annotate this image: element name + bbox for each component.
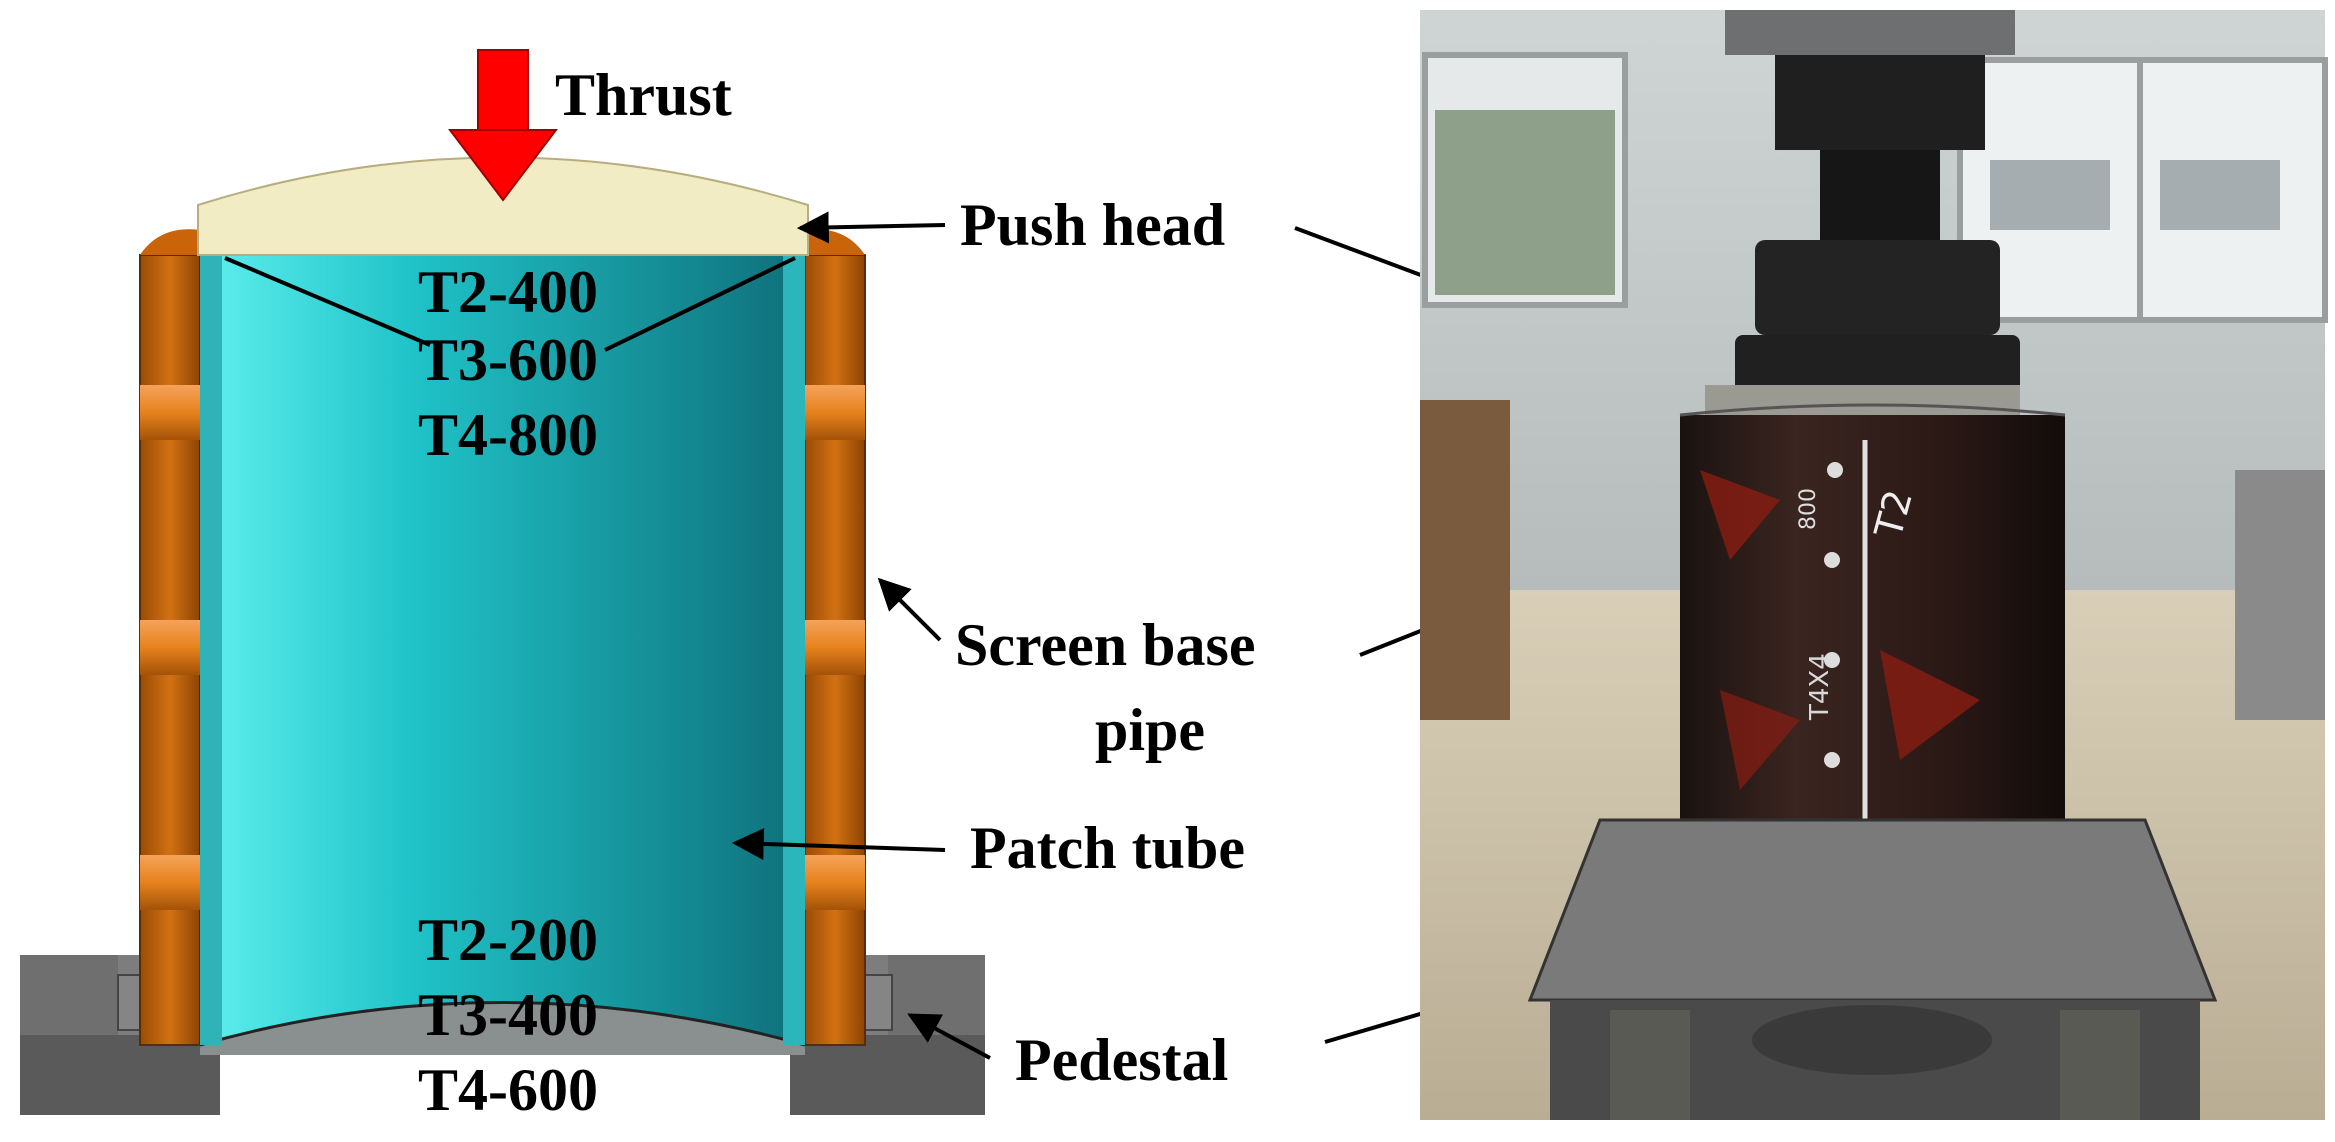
top-spec-2: T3-600: [418, 327, 598, 393]
screen-pipe-left: [139, 229, 201, 1046]
radiator: [2235, 470, 2325, 720]
top-spec-1: T2-400: [418, 259, 598, 325]
photo-marking-800: 800: [1796, 488, 1821, 530]
top-spec-3: T4-800: [418, 402, 598, 468]
press-frame: [1725, 10, 2015, 55]
test-photo: T2 800 T4X4: [1420, 10, 2328, 1120]
side-bench: [1420, 400, 1510, 720]
callouts: Push head Screen base pipe Patch tube Pe…: [731, 192, 1718, 1093]
photo-marking-t4x4: T4X4: [1805, 653, 1835, 721]
pedestal-photo: [1527, 818, 2218, 1002]
screen-base-pipe-label-line1: Screen base: [955, 612, 1256, 678]
screen-pipe-right: [804, 229, 866, 1046]
patch-tube-label: Patch tube: [970, 815, 1245, 881]
bottom-spec-1: T2-200: [418, 907, 598, 973]
thrust-arrow-icon: [447, 49, 559, 202]
patch-tube-shape: [199, 255, 806, 1055]
bottom-spec-3: T4-600: [418, 1057, 598, 1123]
pedestal-label: Pedestal: [1015, 1027, 1228, 1093]
spec-leader-right: [604, 256, 796, 352]
spec-leader-left: [224, 256, 431, 347]
screen-base-pipe-label-line2: pipe: [1095, 697, 1205, 763]
schematic-diagram: T2-400 T3-600 T4-800 T2-200 T3-400 T4-60…: [20, 49, 985, 1123]
push-head-label: Push head: [960, 192, 1225, 258]
thrust-label: Thrust: [555, 62, 732, 128]
push-head-photo: [1705, 385, 2020, 415]
bottom-spec-2: T3-400: [418, 982, 598, 1048]
